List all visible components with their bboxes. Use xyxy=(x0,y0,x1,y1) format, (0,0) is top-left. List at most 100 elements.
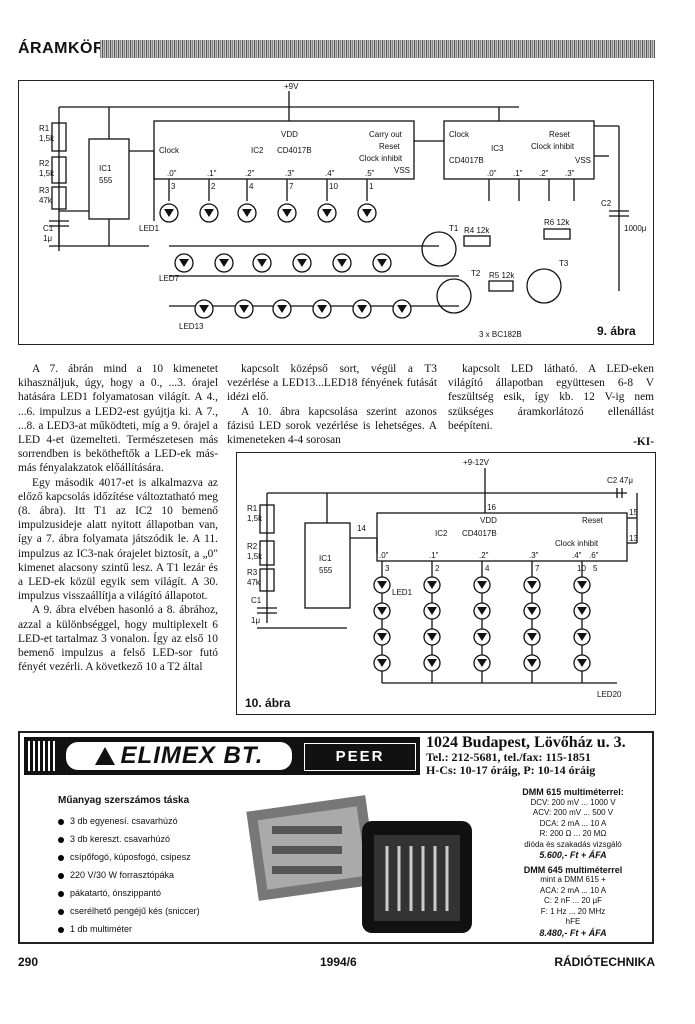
dmm615-spec: dióda és szakadás vizsgáló xyxy=(524,839,622,849)
dmm615-spec: ACV: 200 mV ... 500 V xyxy=(532,808,614,817)
col2-para2: A 10. ábra kapcsolása szerint azonos fáz… xyxy=(227,405,437,447)
dmm615-spec: DCV: 200 mV ... 1000 V xyxy=(530,797,616,807)
col1-para1: A 7. ábrán mind a 10 kimenetet kihasznál… xyxy=(18,363,218,475)
bullet-icon xyxy=(58,818,64,825)
fig9-ic3-clockinh: Clock inhibit xyxy=(531,142,575,151)
figure-10: +9-12V C2 47μ R1 1,5k R2 1,5k R3 47k C1 … xyxy=(236,452,656,715)
fig10-led20: LED20 xyxy=(597,690,622,699)
bullet-icon xyxy=(58,872,64,879)
fig9-t3: T3 xyxy=(559,259,569,268)
ad-kit: Műanyag szerszámos táska 3 db egyenesí. … xyxy=(58,795,258,941)
fig9-pin-d: 7 xyxy=(289,182,294,191)
fig9-transistors: 3 x BC182B xyxy=(479,330,522,339)
figure-9: +9V R1 1,5k R2 1,5k R3 47k C1 1μ IC1 555… xyxy=(18,80,654,345)
fig10-ic1: IC1 xyxy=(319,554,332,563)
col2-para1: kapcsolt középső sort, végül a T3 vezérl… xyxy=(227,363,437,404)
advertisement: ELIMEX BT. PEER TRONIC 1024 Budapest, Lö… xyxy=(18,731,654,944)
ad-contact: 1024 Budapest, Lövőház u. 3. Tel.: 212-5… xyxy=(426,735,652,777)
bullet-icon xyxy=(58,854,64,861)
bullet-icon xyxy=(58,890,64,897)
issue: 1994/6 xyxy=(320,955,357,969)
dmm645-price: 8.480,- Ft + ÁFA xyxy=(539,927,607,938)
list-item: 3 db kereszt. csavarhúzó xyxy=(58,833,258,845)
dmm645-spec: C: 2 nF ... 20 μF xyxy=(544,896,602,905)
fig9-ic3-part: CD4017B xyxy=(449,156,484,165)
signature: -KI- xyxy=(633,436,654,449)
fig9-ic3-vss: VSS xyxy=(575,156,591,165)
fig9-r4: R4 12k xyxy=(464,226,490,235)
fig10-ic1-part: 555 xyxy=(319,566,333,575)
fig9-c2: C2 xyxy=(601,199,612,208)
fig9-out-1: .1" xyxy=(207,169,217,178)
fig10-r2: R2 xyxy=(247,542,258,551)
fig9-label: 9. ábra xyxy=(597,324,636,338)
fig9-r3v: 47k xyxy=(39,196,53,205)
fig9-r2v: 1,5k xyxy=(39,169,55,178)
dmm645-title: DMM 645 multiméterrel xyxy=(523,864,623,875)
ad-dmm: DMM 615 multiméterrel: DCV: 200 mV ... 1… xyxy=(498,787,648,938)
fig9-led13: LED13 xyxy=(179,322,204,331)
figure-9-schematic: +9V R1 1,5k R2 1,5k R3 47k C1 1μ IC1 555… xyxy=(39,82,647,339)
ad-hours: H-Cs: 10-17 óráig, P: 10-14 óráig xyxy=(426,763,596,777)
fig9-vss: VSS xyxy=(394,166,410,175)
fig9-pin-f: 1 xyxy=(369,182,374,191)
fig10-pin-d: 7 xyxy=(535,564,540,573)
fig9-pin-b: 2 xyxy=(211,182,216,191)
ad-banner: ELIMEX BT. PEER TRONIC xyxy=(24,737,420,791)
fig9-out-2: .2" xyxy=(245,169,255,178)
figure-10-schematic: +9-12V C2 47μ R1 1,5k R2 1,5k R3 47k C1 … xyxy=(245,458,638,710)
fig9-supply: +9V xyxy=(284,82,299,91)
fig10-pin-e: 10 xyxy=(577,564,586,573)
fig10-c1: C1 xyxy=(251,596,262,605)
fig10-out-0: .0" xyxy=(379,551,389,560)
dmm645-spec: F: 1 Hz ... 20 MHz xyxy=(540,906,606,916)
fig9-r6: R6 12k xyxy=(544,218,570,227)
fig9-ic3-out-2: .2" xyxy=(539,169,549,178)
fig10-c2: C2 47μ xyxy=(607,476,633,485)
fig9-ic3-clock: Clock xyxy=(449,130,470,139)
fig10-r3: R3 xyxy=(247,568,258,577)
fig9-pin-a: 3 xyxy=(171,182,176,191)
fig10-pin-f: 5 xyxy=(593,564,598,573)
fig10-supply: +9-12V xyxy=(463,458,490,467)
fig10-reset: Reset xyxy=(582,516,604,525)
fig10-ic2-part: CD4017B xyxy=(462,529,497,538)
fig10-out-1: .1" xyxy=(429,551,439,560)
fig9-c2v: 1000μ xyxy=(624,224,647,233)
fig9-carry: Carry out xyxy=(369,130,403,139)
fig9-clock: Clock xyxy=(159,146,180,155)
dmm615-price: 5.600,- Ft + ÁFA xyxy=(539,850,607,860)
ad-phone: Tel.: 212-5681, tel./fax: 115-1851 xyxy=(426,750,591,764)
fig9-led7: LED7 xyxy=(159,274,180,283)
article-col3: kapcsolt LED látható. A LED-eken világít… xyxy=(448,362,654,449)
list-item: 3 db egyenesí. csavarhúzó xyxy=(58,815,258,827)
fig9-ic3-out-3: .3" xyxy=(565,169,575,178)
fig10-pin-c: 4 xyxy=(485,564,490,573)
fig9-pin-c: 4 xyxy=(249,182,254,191)
list-item: cserélhető pengéjű kés (sniccer) xyxy=(58,905,258,917)
fig10-out-5: .6" xyxy=(589,551,599,560)
list-item: 1 db multiméter xyxy=(58,923,258,935)
fig9-r5: R5 12k xyxy=(489,271,515,280)
fig9-ic1-part: 555 xyxy=(99,176,113,185)
list-item: csípőfogó, kúposfogó, csipesz xyxy=(58,851,258,863)
page-number: 290 xyxy=(18,955,39,969)
warning-triangle-icon xyxy=(94,747,115,765)
fig10-pin16: 16 xyxy=(487,503,496,512)
fig10-r2v: 1,5k xyxy=(247,552,263,561)
fig9-c1v: 1μ xyxy=(43,234,52,243)
section-title: ÁRAMKÖR xyxy=(18,40,106,57)
dmm615-spec: DCA: 2 mA ... 10 A xyxy=(539,818,607,828)
fig10-pin14: 14 xyxy=(357,524,366,533)
fig9-r1v: 1,5k xyxy=(39,134,55,143)
dmm645-spec: hFE xyxy=(565,917,581,926)
article-col2: kapcsolt középső sort, végül a T3 vezérl… xyxy=(227,362,437,447)
fig10-label: 10. ábra xyxy=(245,696,291,710)
fig10-out-3: .3" xyxy=(529,551,539,560)
fig9-ic1: IC1 xyxy=(99,164,112,173)
col3-para1: kapcsolt LED látható. A LED-eken világít… xyxy=(448,363,654,432)
header-bar xyxy=(100,40,655,58)
fig9-pin-e: 10 xyxy=(329,182,338,191)
bullet-icon xyxy=(58,908,64,915)
fig9-ic2-part: CD4017B xyxy=(277,146,312,155)
